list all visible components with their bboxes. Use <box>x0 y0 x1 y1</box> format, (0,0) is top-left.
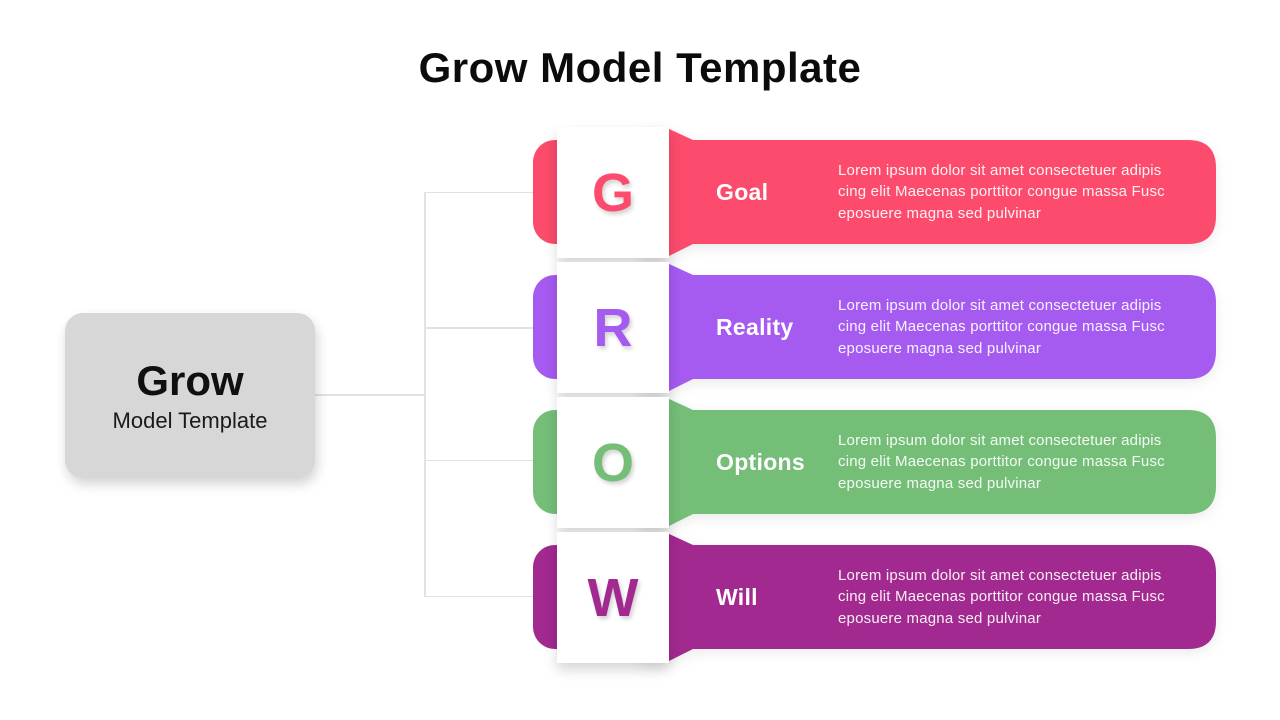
row-will-label: Will <box>716 583 758 610</box>
row-options: O Options Lorem ipsum dolor sit amet con… <box>0 397 1280 528</box>
row-goal-banner-ribbon <box>640 128 1216 257</box>
row-options-desc-line: eposuere magna sed pulvinar <box>838 474 1042 492</box>
connector-branch-goal <box>424 191 542 193</box>
row-reality-desc-line: Lorem ipsum dolor sit amet consectetuer … <box>838 296 1162 314</box>
row-reality: R Reality Lorem ipsum dolor sit amet con… <box>0 262 1280 393</box>
row-options-banner-ribbon <box>640 398 1216 527</box>
row-reality-label: Reality <box>716 313 794 340</box>
row-goal-label: Goal <box>716 178 769 205</box>
row-goal-desc-line: cing elit Maecenas porttitor congue mass… <box>838 183 1165 201</box>
center-box-subtitle: Model Template <box>112 407 268 433</box>
connector-box-to-tree <box>315 394 425 396</box>
connector-branch-reality <box>424 327 542 329</box>
row-options-letter: O <box>591 432 634 493</box>
row-will: W Will Lorem ipsum dolor sit amet consec… <box>0 532 1280 663</box>
row-reality-letter-card: R <box>557 262 669 393</box>
row-reality-description: Lorem ipsum dolor sit amet consectetuer … <box>838 275 1198 379</box>
row-goal-letter-card: G <box>557 127 669 258</box>
connector-branch-options <box>424 459 542 461</box>
connector-trunk <box>424 191 426 597</box>
row-will-banner-ribbon <box>640 533 1216 662</box>
row-reality-desc-line: cing elit Maecenas porttitor congue mass… <box>838 318 1165 336</box>
row-will-desc-line: cing elit Maecenas porttitor congue mass… <box>838 588 1165 606</box>
row-reality-banner-ribbon <box>640 263 1216 392</box>
row-goal-desc-line: Lorem ipsum dolor sit amet consectetuer … <box>838 161 1162 179</box>
row-options-desc-line: Lorem ipsum dolor sit amet consectetuer … <box>838 431 1162 449</box>
row-goal-description: Lorem ipsum dolor sit amet consectetuer … <box>838 140 1198 244</box>
slide-title: Grow Model Template <box>418 44 862 91</box>
row-will-desc-line: eposuere magna sed pulvinar <box>838 609 1042 627</box>
row-goal-desc-line: eposuere magna sed pulvinar <box>838 204 1042 222</box>
row-will-letter: W <box>587 567 639 628</box>
center-box-title: Grow <box>136 356 244 404</box>
row-will-desc-line: Lorem ipsum dolor sit amet consectetuer … <box>838 566 1162 584</box>
row-options-description: Lorem ipsum dolor sit amet consectetuer … <box>838 410 1198 514</box>
row-goal-letter: G <box>591 162 634 223</box>
row-reality-desc-line: eposuere magna sed pulvinar <box>838 339 1042 357</box>
row-goal-banner-shape <box>640 128 1216 257</box>
row-will-banner-shape <box>640 533 1216 662</box>
row-reality-banner-shape <box>640 263 1216 392</box>
row-options-desc-line: cing elit Maecenas porttitor congue mass… <box>838 453 1165 471</box>
row-goal: G Goal Lorem ipsum dolor sit amet consec… <box>0 127 1280 258</box>
row-options-letter-card: O <box>557 397 669 528</box>
row-options-label: Options <box>716 448 805 475</box>
connector-branch-will <box>424 595 542 597</box>
row-will-letter-card: W <box>557 532 669 663</box>
row-options-banner-shape <box>640 398 1216 527</box>
row-reality-letter: R <box>593 297 633 358</box>
center-model-box: Grow Model Template <box>65 313 315 478</box>
row-will-description: Lorem ipsum dolor sit amet consectetuer … <box>838 545 1198 649</box>
